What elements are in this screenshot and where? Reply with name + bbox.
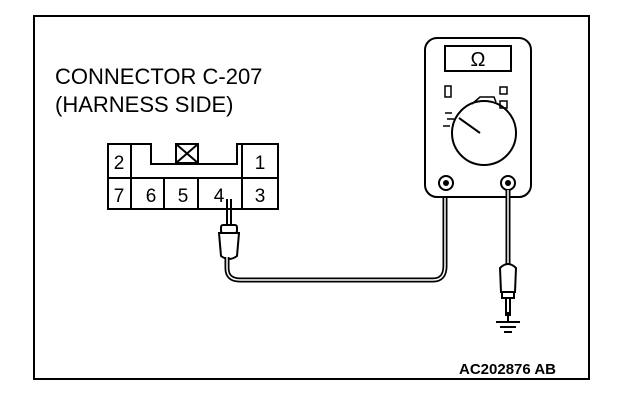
figure-frame bbox=[33, 15, 590, 380]
pin-label: 3 bbox=[255, 186, 266, 207]
com-jack-icon bbox=[438, 175, 454, 191]
selector-dial-icon bbox=[443, 96, 517, 166]
pin-label: 1 bbox=[255, 153, 266, 174]
connector-title: CONNECTOR C-207 bbox=[55, 64, 262, 89]
connector-c207: 2 1 7 6 5 4 3 bbox=[107, 143, 279, 210]
meter-display bbox=[444, 45, 512, 72]
cross-box-icon bbox=[175, 143, 199, 164]
ohmmeter: Ω bbox=[424, 37, 532, 198]
indicator-icon bbox=[499, 86, 508, 95]
indicator-icon bbox=[444, 85, 452, 98]
ground-probe-icon bbox=[498, 263, 518, 316]
pin-label: 7 bbox=[114, 186, 125, 207]
connector-bottom-outline bbox=[107, 177, 279, 210]
ohm-jack-icon bbox=[500, 175, 516, 191]
pin-label: 2 bbox=[114, 153, 125, 174]
pin-label: 5 bbox=[178, 186, 189, 207]
probe-tip-icon bbox=[217, 199, 241, 260]
pin-label: 4 bbox=[214, 186, 225, 207]
ohm-symbol: Ω bbox=[471, 49, 486, 71]
connector-subtitle: (HARNESS SIDE) bbox=[55, 92, 233, 117]
pin-label: 6 bbox=[146, 186, 157, 207]
ground-icon bbox=[496, 312, 520, 333]
figure-code: AC202876 AB bbox=[459, 361, 556, 378]
